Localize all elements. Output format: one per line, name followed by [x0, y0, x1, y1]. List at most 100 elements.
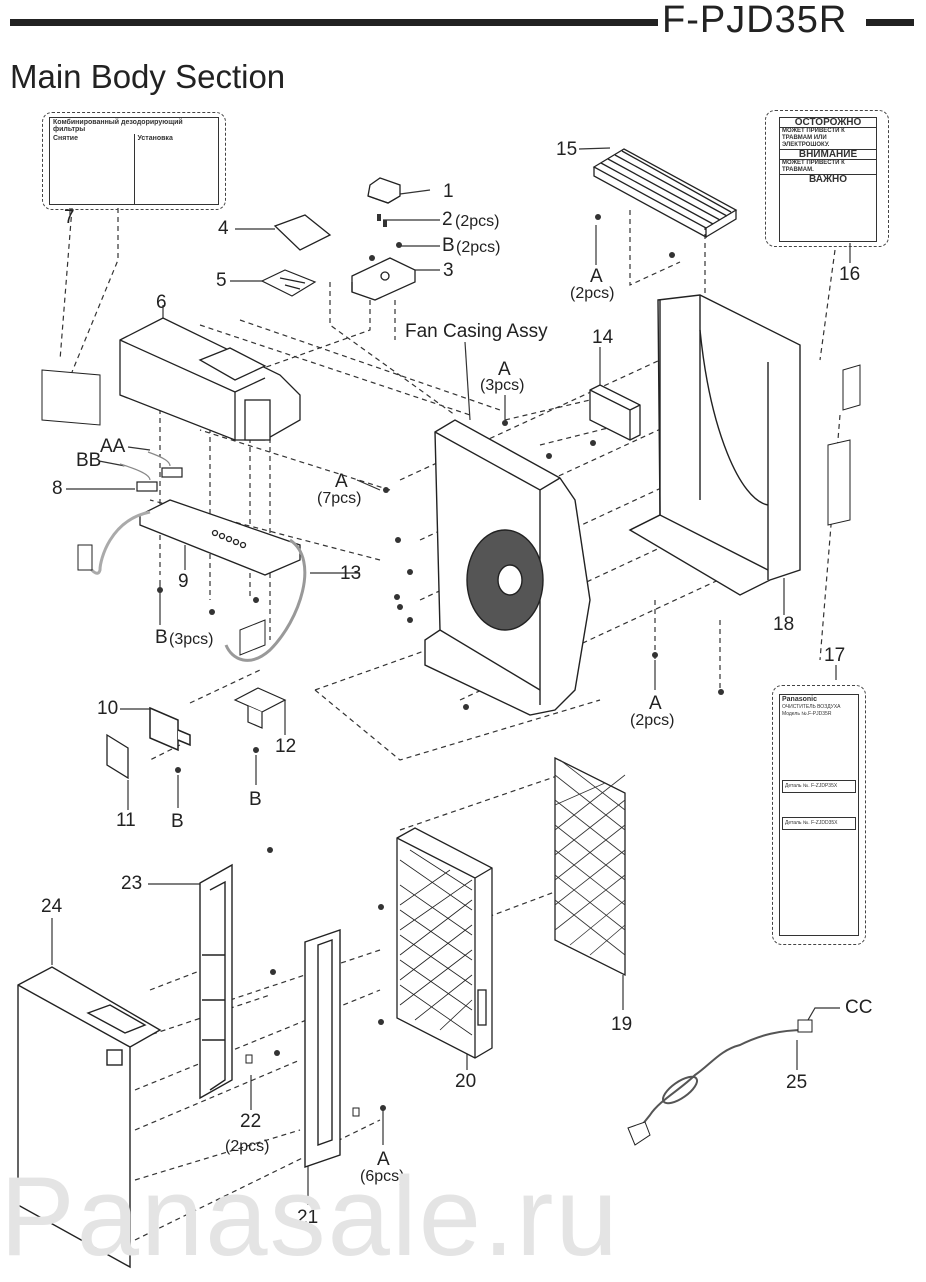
part-12-bracket [233, 687, 287, 729]
callout-A-2pcs-mid-qty: (2pcs) [630, 712, 675, 729]
callout-A-6pcs: A [377, 1149, 390, 1170]
part-21-frame [304, 929, 341, 1168]
callout-3: 3 [443, 260, 454, 281]
leader-CC [807, 1007, 840, 1021]
part-17-label-box: Panasonic ОЧИСТИТЕЛЬ ВОЗДУХА Модель №.F-… [772, 685, 866, 945]
callout-11: 11 [116, 810, 136, 831]
leader-BB [98, 460, 126, 467]
part-22-clip [245, 1054, 253, 1064]
part-6-control-housing [119, 317, 301, 441]
dash-15 [629, 210, 706, 300]
label7-title: Комбинированный дезодорирующий фильтры [53, 119, 183, 133]
leader-15 [578, 147, 611, 150]
screws [157, 214, 724, 1111]
part-17-label: Panasonic ОЧИСТИТЕЛЬ ВОЗДУХА Модель №.F-… [779, 694, 859, 936]
switch-board [239, 619, 266, 656]
dash-6-fan [199, 282, 501, 416]
label7-install: Установка [137, 135, 173, 142]
model-number: F-PJD35R [662, 0, 848, 41]
sensor-board [77, 544, 93, 571]
part-16-label: ОСТОРОЖНО МОЖЕТ ПРИВЕСТИ К ТРАВМАМ ИЛИ Э… [779, 117, 877, 242]
leader-AA [127, 446, 151, 451]
warning-1-sub: МОЖЕТ ПРИВЕСТИ К ТРАВМАМ ИЛИ ЭЛЕКТРОШОКУ… [780, 127, 876, 149]
callout-10: 10 [97, 698, 119, 719]
callout-A-6pcs-qty: (6pcs) [360, 1168, 405, 1185]
part-3-bracket [351, 257, 416, 301]
callout-19: 19 [611, 1014, 633, 1035]
part-25-power-cord [637, 1029, 806, 1131]
part-16-label-box: ОСТОРОЖНО МОЖЕТ ПРИВЕСТИ К ТРАВМАМ ИЛИ Э… [765, 110, 889, 247]
warning-2-sub: МОЖЕТ ПРИВЕСТИ К ТРАВМАМ. [780, 159, 876, 174]
dash-7b [71, 208, 119, 373]
callout-CC: CC [845, 997, 873, 1018]
callout-A-7pcs-qty: (7pcs) [317, 490, 362, 507]
part-7-label: Комбинированный дезодорирующий фильтры С… [49, 117, 219, 205]
warning-3: ВАЖНО [780, 174, 876, 185]
warning-1: ОСТОРОЖНО [794, 117, 862, 128]
callout-B-10: B [171, 811, 184, 832]
callout-2: 2 [442, 209, 453, 230]
callout-B-top-qty: (2pcs) [456, 239, 501, 256]
callout-14: 14 [592, 327, 614, 348]
callout-B-3pcs-qty: (3pcs) [169, 631, 214, 648]
callout-23: 23 [121, 873, 143, 894]
part-7-label-box: Комбинированный дезодорирующий фильтры С… [42, 112, 226, 210]
small-sticker-7 [41, 369, 101, 426]
callout-18: 18 [773, 614, 795, 635]
callout-BB: BB [76, 450, 102, 471]
callout-25: 25 [786, 1072, 808, 1093]
label17-brand: Panasonic [782, 696, 818, 703]
part-15-grille [592, 148, 738, 239]
part-20-filter [396, 827, 493, 1059]
callout-A-2pcs-top: A [590, 266, 603, 287]
callout-5: 5 [216, 270, 227, 291]
callout-AA: AA [100, 436, 126, 457]
warning-2: ВНИМАНИЕ [780, 149, 876, 160]
callout-B-top: B [442, 235, 455, 256]
callout-2-qty: (2pcs) [455, 213, 500, 230]
callout-22: 22 [240, 1111, 262, 1132]
part-4-lid [273, 214, 332, 251]
part-8-connectors [119, 451, 183, 492]
leader-A7 [356, 479, 381, 491]
part-22-clip-2 [352, 1107, 360, 1117]
callout-A-3pcs: A [498, 359, 511, 380]
part-13-cable [224, 538, 307, 662]
label17-filter2: Деталь №. F-ZJDD35X [782, 817, 856, 830]
dash-18 [654, 600, 721, 690]
part-23-side-bracket [199, 863, 233, 1100]
header-rule-left [10, 19, 658, 26]
callout-B-12: B [249, 789, 262, 810]
header-rule-right [866, 19, 914, 26]
dash-10 [149, 669, 261, 761]
small-sticker-17 [827, 439, 851, 526]
callout-A-2pcs-mid: A [649, 693, 662, 714]
part-10-bracket [149, 706, 191, 752]
callout-22-qty: (2pcs) [225, 1138, 270, 1155]
leader-1 [399, 189, 431, 195]
label17-filter1: Деталь №. F-ZJDP35X [782, 780, 856, 793]
callout-24: 24 [41, 896, 63, 917]
callout-A-2pcs-top-qty: (2pcs) [570, 285, 615, 302]
callout-A-3pcs-qty: (3pcs) [480, 377, 525, 394]
cord-connector [797, 1019, 813, 1033]
part-24-front-panel [17, 966, 162, 1269]
callout-8: 8 [52, 478, 63, 499]
part-11-plate [106, 733, 129, 780]
fan-casing-assy [424, 419, 591, 716]
callout-13: 13 [340, 563, 362, 584]
callout-20: 20 [455, 1071, 477, 1092]
part-19-filter [554, 756, 626, 977]
callout-17: 17 [824, 645, 846, 666]
dash-16 [819, 249, 836, 361]
dash-filters [229, 774, 561, 1001]
part-14-box [589, 384, 641, 441]
callout-B-3pcs: B [155, 627, 168, 648]
small-sticker-16 [842, 364, 861, 411]
part-9-pcb [139, 499, 301, 576]
dash-6-down [159, 400, 271, 640]
plug [627, 1121, 651, 1146]
callout-6: 6 [156, 292, 167, 313]
callout-fan-casing: Fan Casing Assy [405, 321, 548, 342]
